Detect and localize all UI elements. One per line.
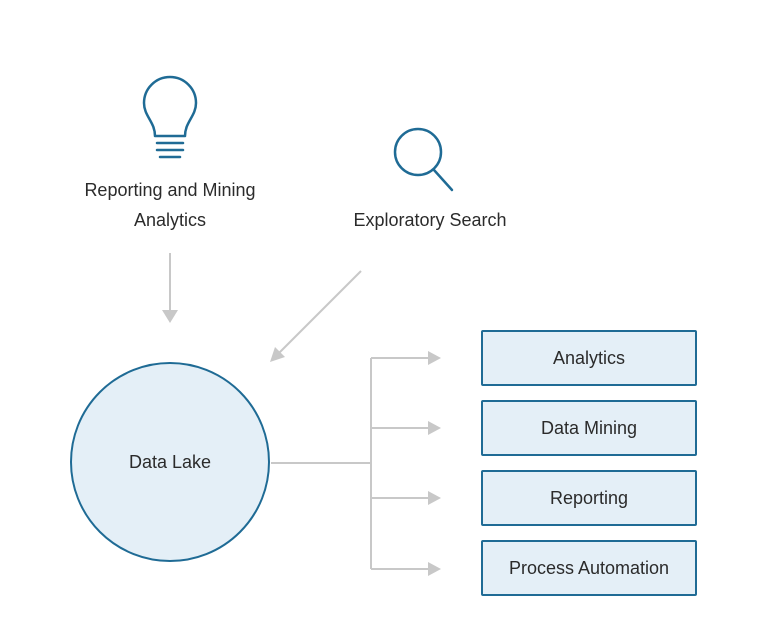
data-lake-circle xyxy=(70,362,270,562)
lightbulb-icon xyxy=(142,75,198,159)
exploratory-search-label: Exploratory Search xyxy=(353,210,507,230)
data-lake-label: Data Lake xyxy=(128,452,212,472)
output-box-process-automation: Process Automation xyxy=(481,540,697,596)
magnifier-icon xyxy=(393,127,454,192)
branch-connectors xyxy=(271,358,372,569)
output-box-reporting: Reporting xyxy=(481,470,697,526)
reporting-mining-label: Reporting and Mining Analytics xyxy=(60,175,280,235)
arrow-to-analytics xyxy=(371,351,441,365)
arrow-to-reporting xyxy=(371,491,441,505)
reporting-mining-label-line2: Analytics xyxy=(133,210,207,230)
arrow-reporting-to-lake xyxy=(162,253,178,323)
reporting-mining-label-line1: Reporting and Mining xyxy=(84,180,256,200)
arrow-exploratory-to-lake xyxy=(270,270,362,362)
output-box-data-mining: Data Mining xyxy=(481,400,697,456)
arrow-to-data-mining xyxy=(371,421,441,435)
output-box-analytics: Analytics xyxy=(481,330,697,386)
arrow-to-process-automation xyxy=(371,562,441,576)
